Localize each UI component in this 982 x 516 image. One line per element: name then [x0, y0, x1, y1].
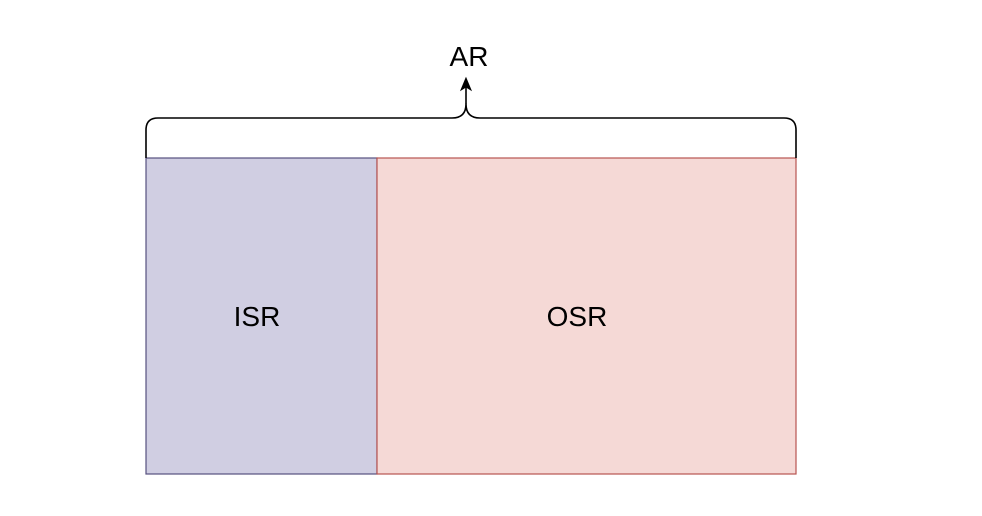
osr-segment [376, 157, 797, 475]
osr-label: OSR [546, 301, 608, 332]
ar-arrowhead [459, 76, 473, 92]
isr-segment [145, 157, 378, 475]
ar-brace [145, 103, 797, 158]
isr-label: ISR [233, 301, 281, 332]
ar-label: AR [449, 41, 489, 72]
